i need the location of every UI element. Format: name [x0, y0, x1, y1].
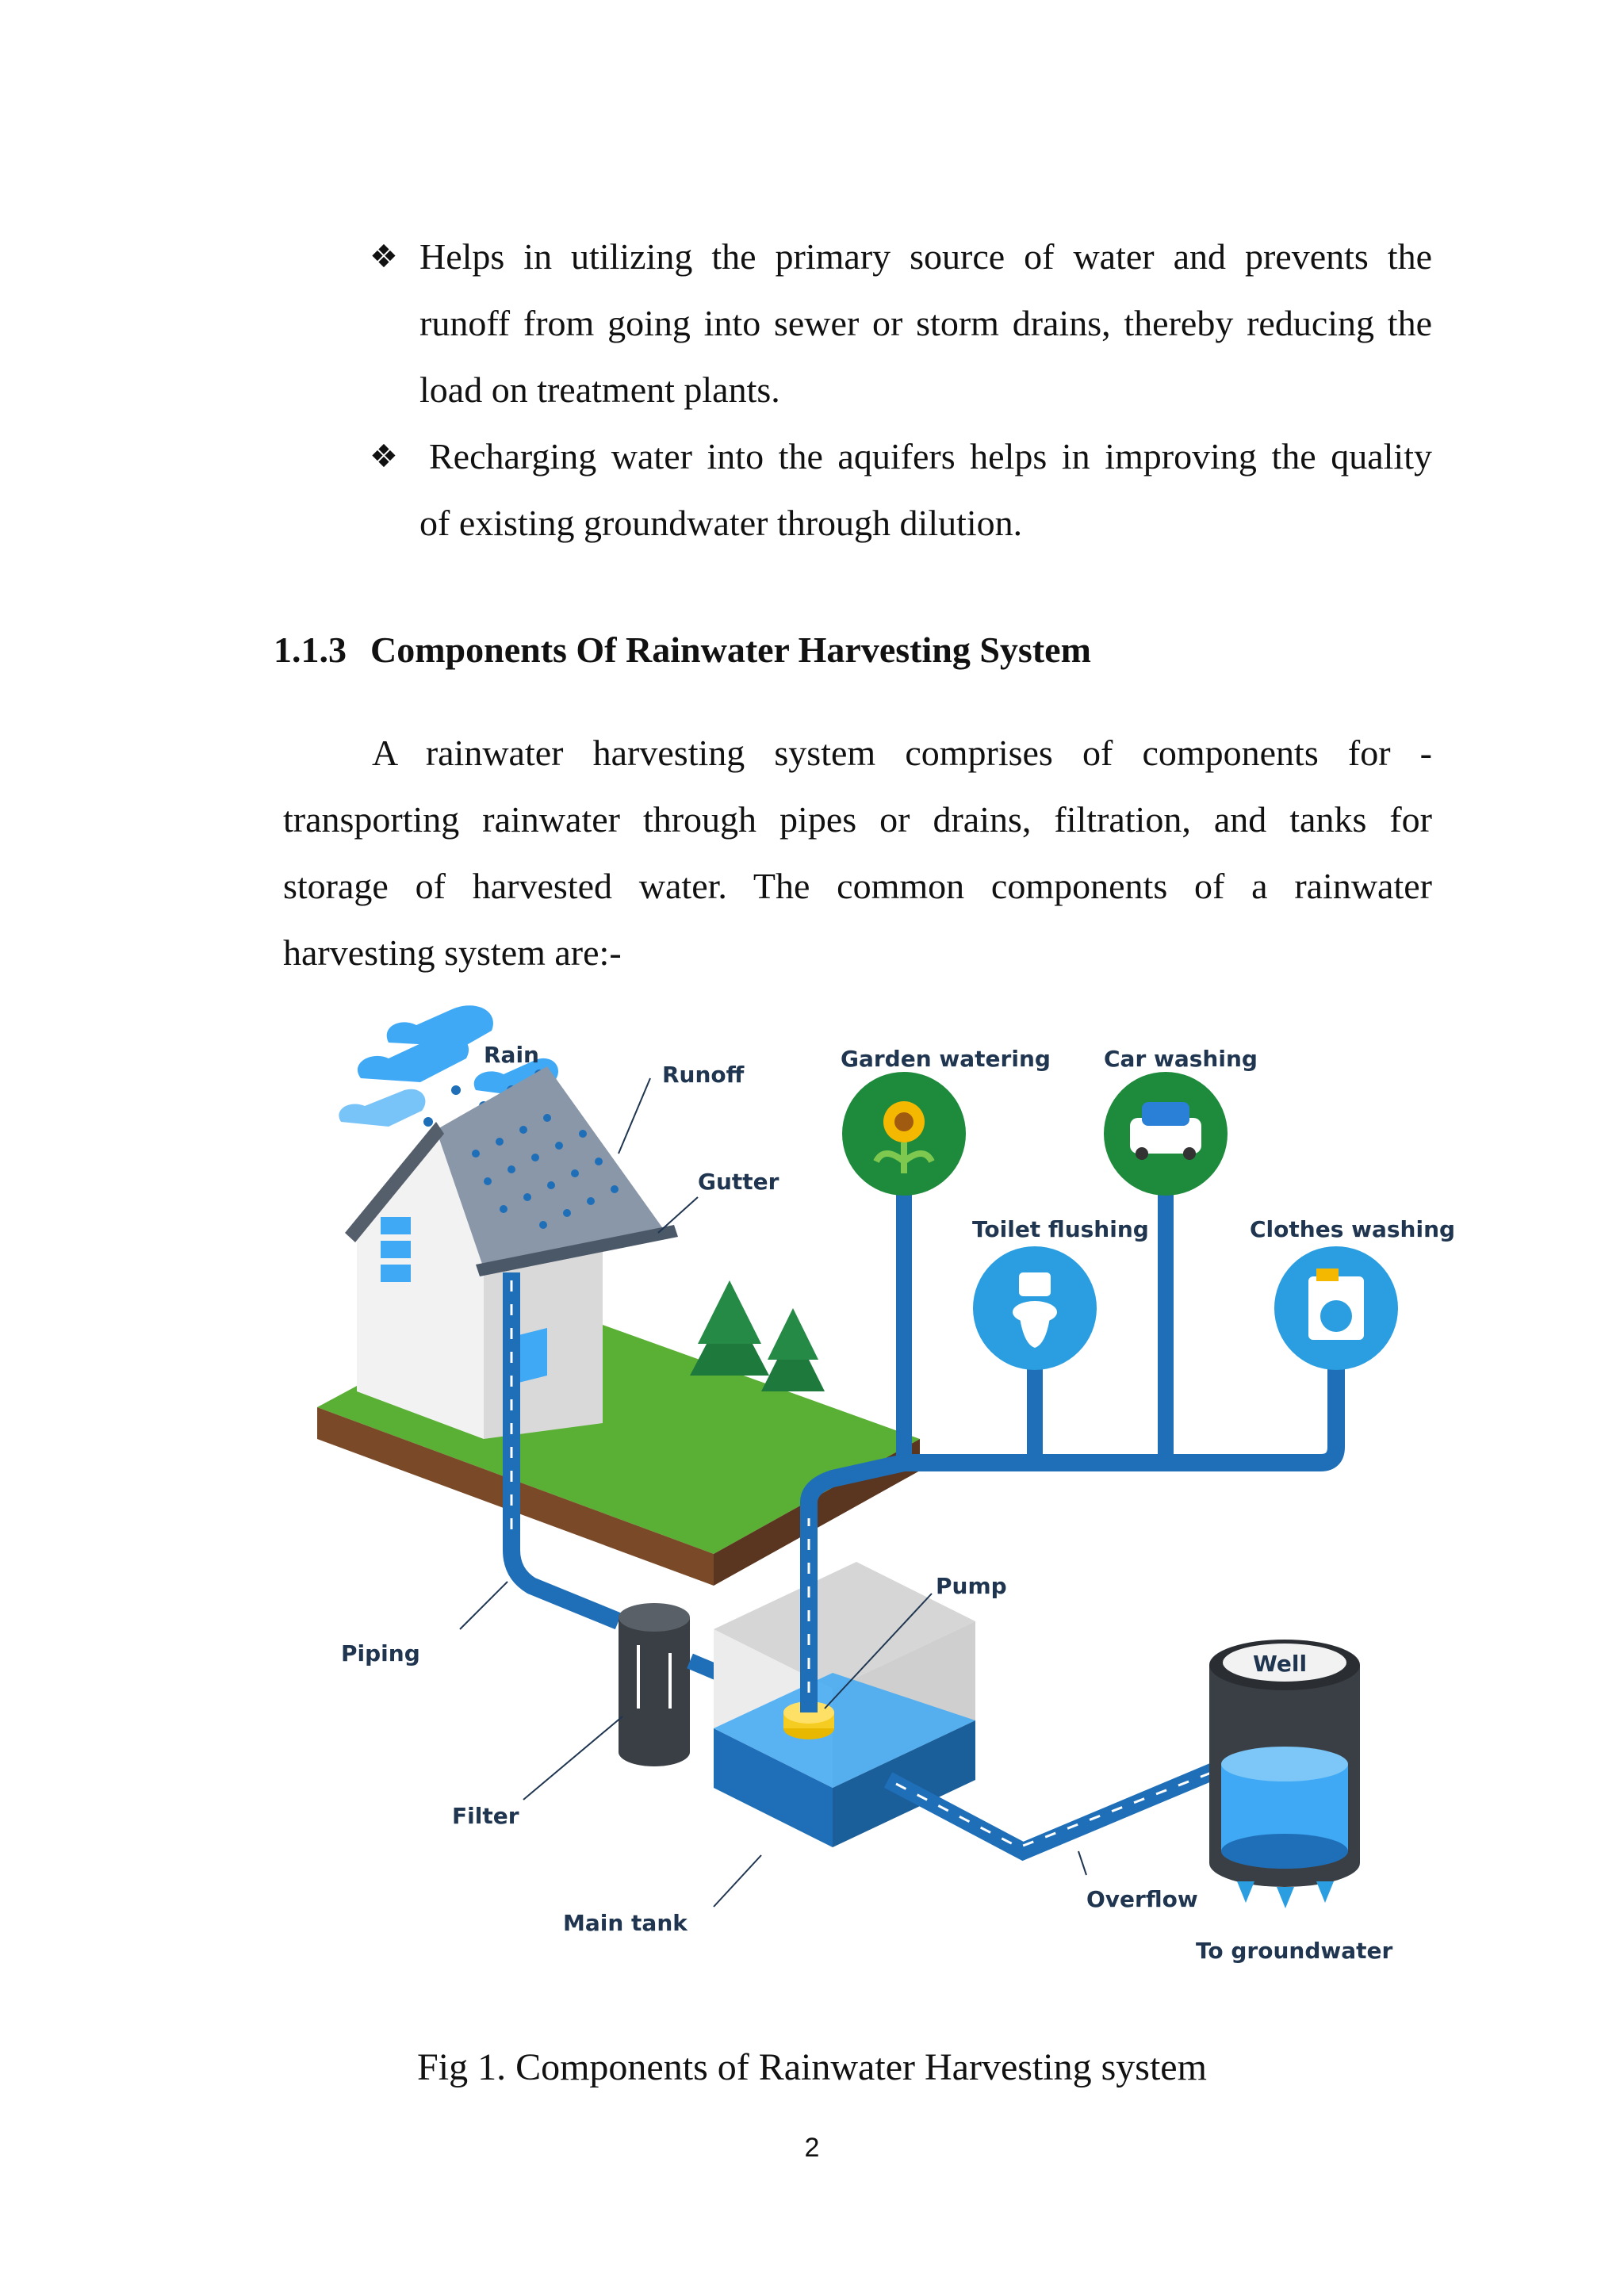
cloud-icon: [339, 1005, 558, 1127]
tree-icon: [690, 1280, 825, 1391]
label-piping: Piping: [341, 1640, 420, 1667]
intro-line: A rainwater harvesting system comprises …: [372, 733, 1432, 773]
label-garden-watering: Garden watering: [841, 1046, 1051, 1072]
label-clothes-washing: Clothes washing: [1250, 1216, 1455, 1242]
page-number: 2: [804, 2133, 820, 2163]
runoff-drops: [472, 1114, 619, 1229]
filter-tank: [619, 1603, 690, 1766]
arrow-down-icon: [1237, 1881, 1334, 1908]
section-heading: 1.1.3 Components Of Rainwater Harvesting …: [274, 626, 1091, 674]
house-icon: [345, 1066, 666, 1439]
bullet-line: Recharging water into the aquifers helps…: [429, 436, 1432, 476]
clothes-washing-icon: [1274, 1246, 1398, 1370]
intro-line: storage of harvested water. The common c…: [283, 866, 1432, 906]
label-overflow: Overflow: [1086, 1886, 1198, 1912]
figure-caption: Fig 1. Components of Rainwater Harvestin…: [417, 2046, 1207, 2088]
bullet-line: load on treatment plants.: [419, 369, 780, 410]
label-runoff: Runoff: [662, 1062, 745, 1088]
well: [1209, 1640, 1360, 1887]
label-pump: Pump: [936, 1573, 1007, 1599]
overflow-pipe: [883, 1759, 1225, 1862]
main-tank: [714, 1562, 975, 1847]
label-to-groundwater: To groundwater: [1196, 1938, 1393, 1964]
section-number: 1.1.3: [274, 629, 347, 670]
label-rain: Rain: [484, 1042, 539, 1068]
label-well: Well: [1253, 1651, 1307, 1677]
label-car-washing: Car washing: [1104, 1046, 1258, 1072]
intro-line: transporting rainwater through pipes or …: [283, 799, 1432, 840]
rainwater-harvesting-diagram: Rain Runoff Gutter Piping Filter Main ta…: [317, 1005, 1455, 1964]
intro-line: harvesting system are:-: [283, 932, 622, 973]
label-toilet-flushing: Toilet flushing: [972, 1216, 1149, 1242]
car-washing-icon: [1104, 1072, 1228, 1196]
section-title: Components Of Rainwater Harvesting Syste…: [370, 629, 1091, 670]
gutter: [476, 1225, 678, 1276]
garden-watering-icon: [842, 1072, 966, 1196]
downpipe: [503, 1272, 622, 1630]
leader-lines: [459, 1077, 1087, 1908]
label-gutter: Gutter: [698, 1169, 779, 1195]
bullet-line: runoff from going into sewer or storm dr…: [419, 303, 1432, 343]
bullet-line: Helps in utilizing the primary source of…: [419, 236, 1432, 277]
label-main-tank: Main tank: [563, 1910, 688, 1936]
bullet-line: of existing groundwater through dilution…: [419, 503, 1023, 543]
bullet-marker: ❖: [370, 438, 398, 475]
bullet-marker: ❖: [370, 239, 398, 275]
label-filter: Filter: [452, 1803, 519, 1829]
toilet-flushing-icon: [973, 1246, 1097, 1370]
